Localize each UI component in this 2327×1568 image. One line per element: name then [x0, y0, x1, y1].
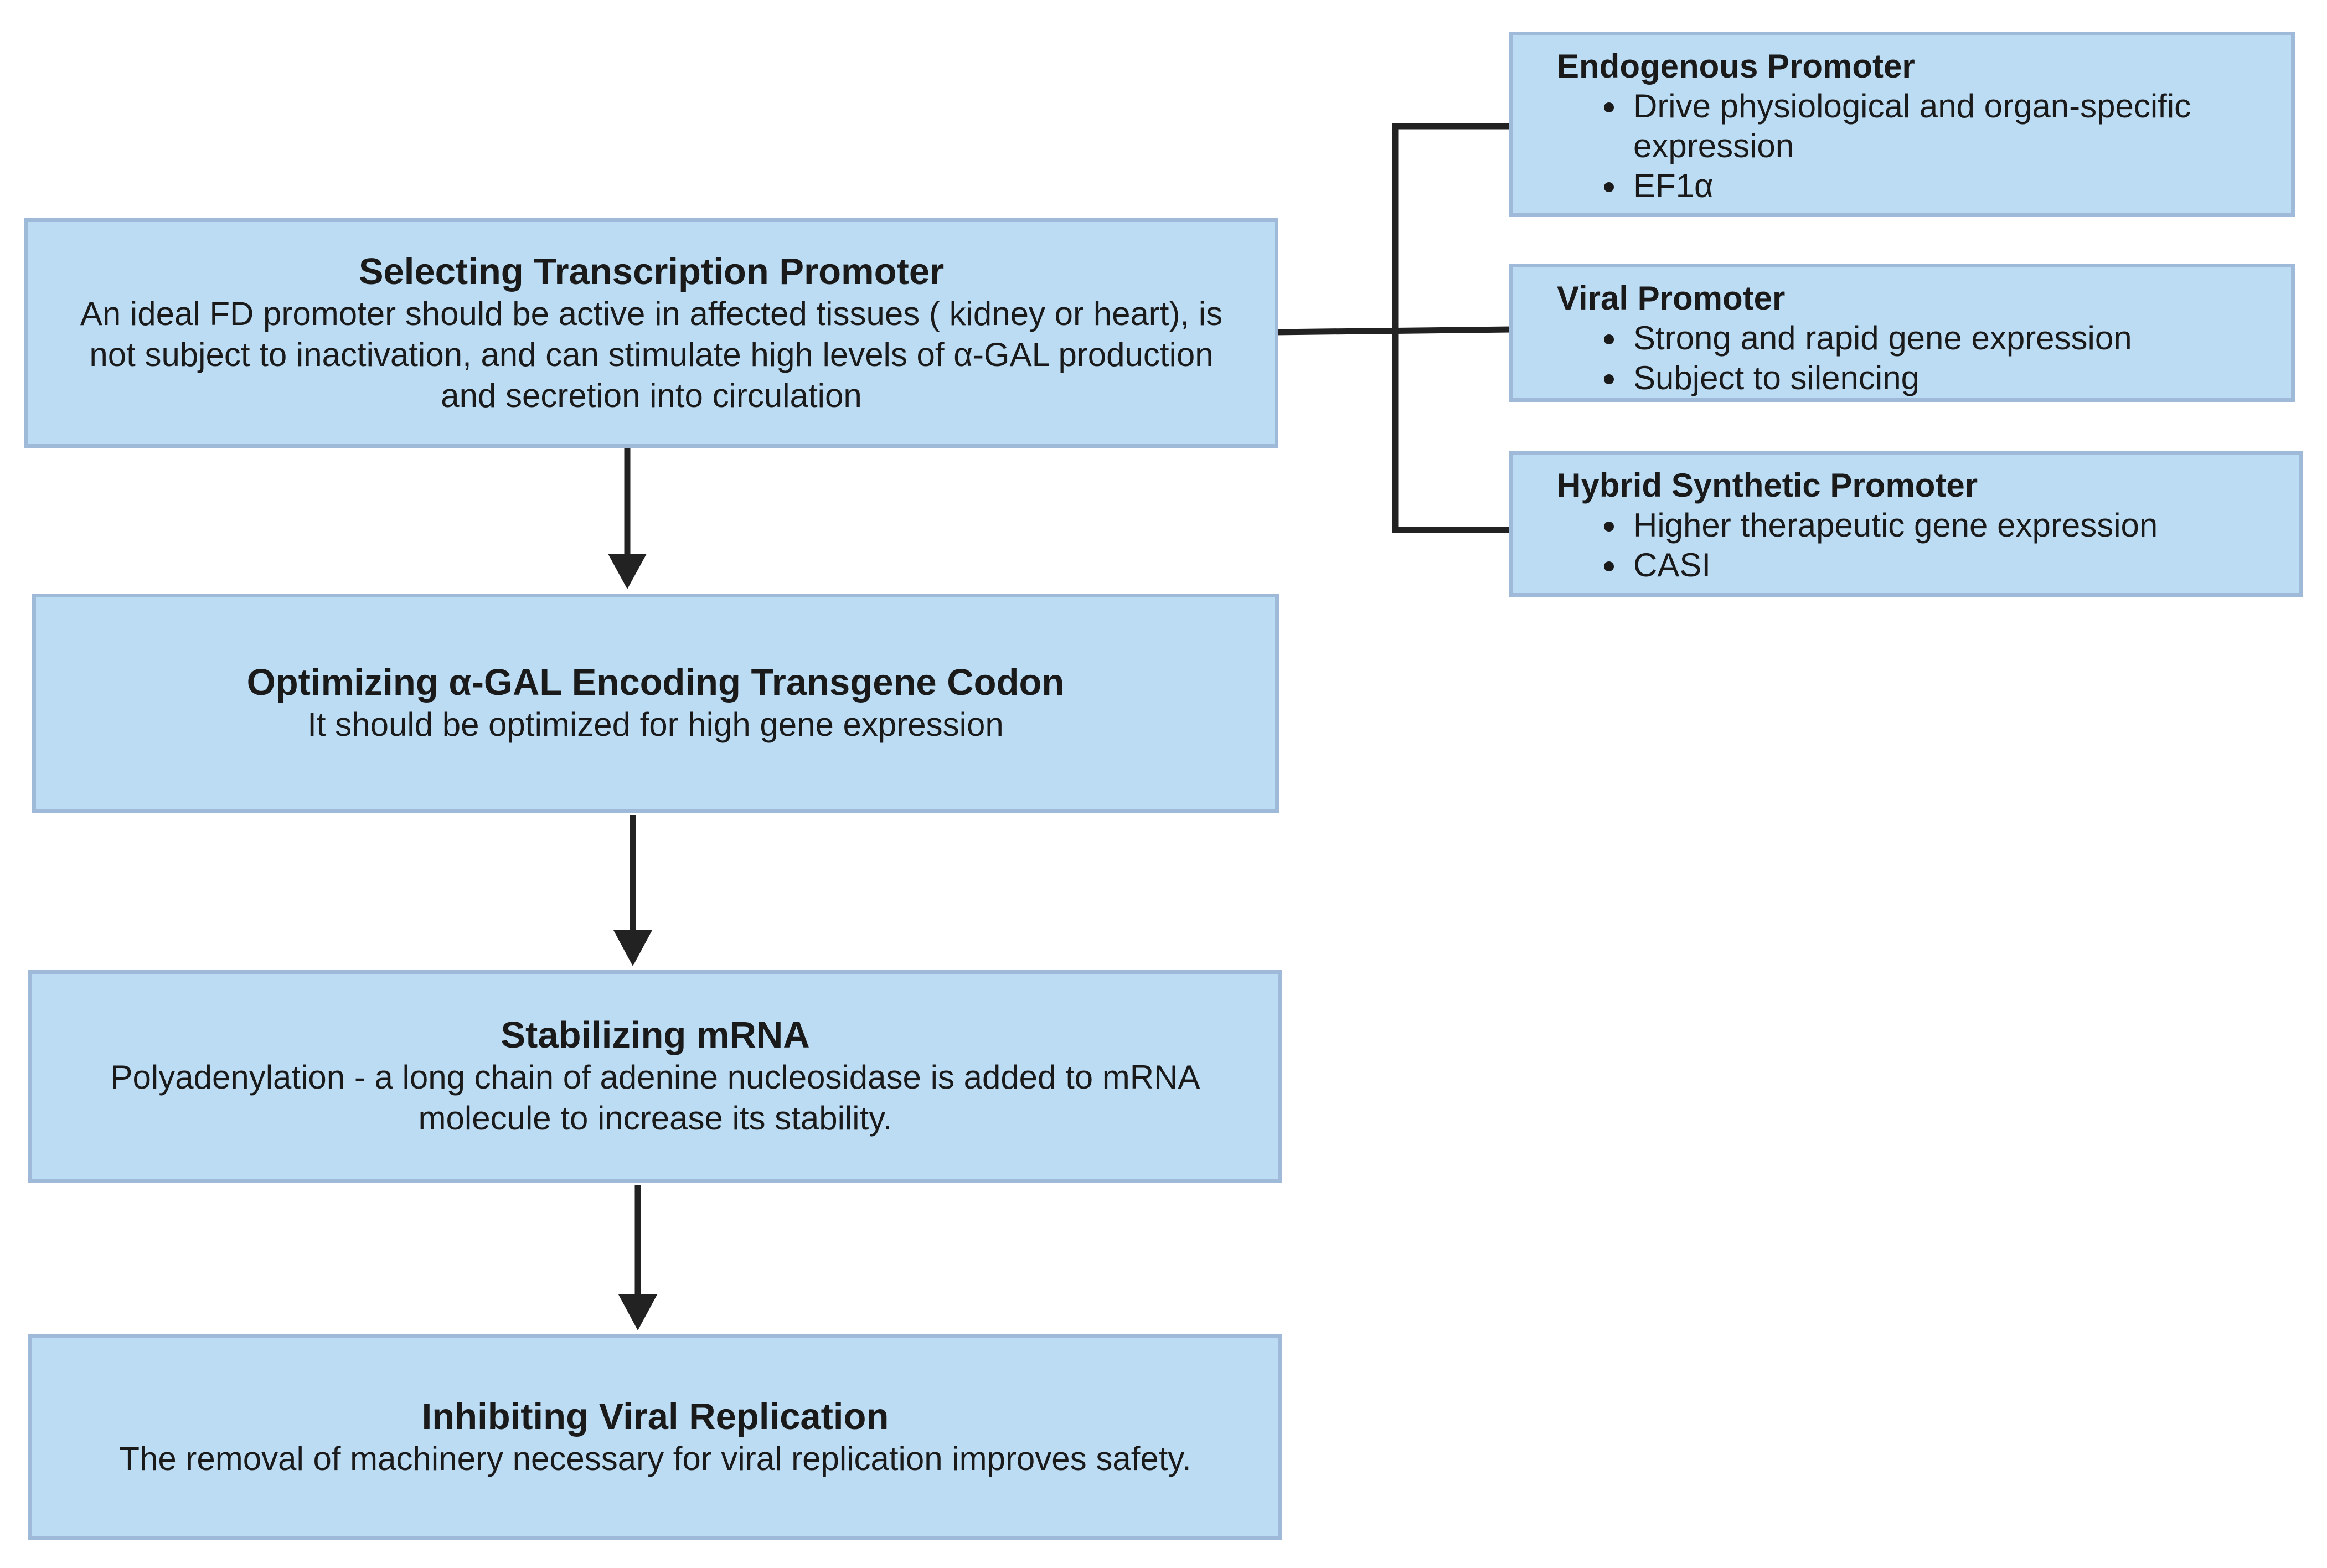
step-title: Selecting Transcription Promoter: [358, 250, 945, 292]
arrow-head-2: [613, 930, 652, 966]
promoter-feature: Drive physiological and organ-specific e…: [1628, 86, 2247, 166]
step-inhibiting-replication: Inhibiting Viral Replication The removal…: [28, 1334, 1282, 1540]
promoter-title: Viral Promoter: [1557, 280, 1786, 317]
promoter-feature: Strong and rapid gene expression: [1628, 318, 2247, 358]
promoter-endogenous: Endogenous Promoter Drive physiological …: [1509, 32, 2295, 217]
step-optimizing-codon: Optimizing α-GAL Encoding Transgene Codo…: [32, 594, 1279, 813]
step-selecting-promoter: Selecting Transcription Promoter An idea…: [24, 218, 1278, 448]
promoter-feature: Subject to silencing: [1628, 358, 2247, 398]
arrow-head-3: [618, 1294, 657, 1330]
step-title: Inhibiting Viral Replication: [421, 1396, 889, 1437]
promoter-feature-list: Strong and rapid gene expression Subject…: [1557, 318, 2247, 398]
promoter-feature: CASI: [1628, 545, 2254, 585]
step-body: The removal of machinery necessary for v…: [119, 1440, 1191, 1477]
step-stabilizing-mrna: Stabilizing mRNA Polyadenylation - a lon…: [28, 970, 1282, 1183]
promoter-feature: EF1α: [1628, 166, 2247, 206]
step-title: Optimizing α-GAL Encoding Transgene Codo…: [246, 662, 1065, 703]
promoter-title: Endogenous Promoter: [1557, 48, 1915, 85]
promoter-title: Hybrid Synthetic Promoter: [1557, 467, 1978, 504]
promoter-feature-list: Higher therapeutic gene expression CASI: [1557, 506, 2254, 585]
step-title: Stabilizing mRNA: [501, 1014, 810, 1056]
step-body: Polyadenylation - a long chain of adenin…: [110, 1059, 1200, 1137]
promoter-feature-list: Drive physiological and organ-specific e…: [1557, 86, 2247, 206]
promoter-viral: Viral Promoter Strong and rapid gene exp…: [1509, 264, 2295, 402]
arrow-head-1: [608, 554, 647, 589]
promoter-hybrid-synthetic: Hybrid Synthetic Promoter Higher therape…: [1509, 451, 2303, 597]
step-body: It should be optimized for high gene exp…: [307, 706, 1004, 743]
promoter-feature: Higher therapeutic gene expression: [1628, 506, 2254, 545]
step-body: An ideal FD promoter should be active in…: [80, 295, 1223, 414]
